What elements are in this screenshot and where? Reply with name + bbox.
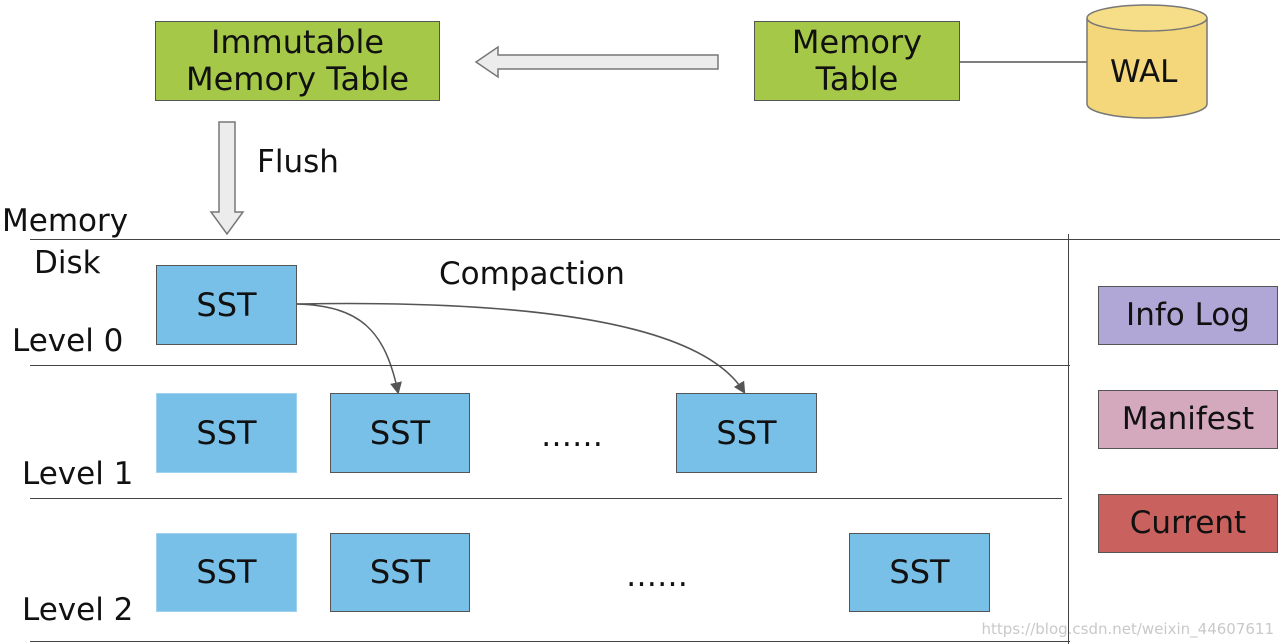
level1-ellipsis: …… (541, 418, 603, 454)
bottom-divider (30, 641, 1070, 642)
level1-label: Level 1 (22, 456, 134, 492)
side-separator (1068, 234, 1069, 644)
level1-sst: SST (330, 393, 470, 473)
wal-label: WAL (1110, 54, 1178, 90)
info-log-box: Info Log (1098, 286, 1278, 345)
memtable-box: Memory Table (754, 21, 960, 101)
level2-label: Level 2 (22, 592, 134, 628)
level0-divider (30, 365, 1070, 366)
level1-divider (30, 498, 1062, 499)
level1-sst: SST (156, 393, 297, 473)
disk-label: Disk (34, 245, 101, 281)
watermark-text: https://blog.csdn.net/weixin_44607611 (981, 620, 1274, 638)
level2-sst: SST (849, 533, 990, 612)
manifest-box: Manifest (1098, 390, 1278, 449)
compaction-arrow-level1-b (296, 302, 746, 395)
compaction-arrow-level1-a (296, 303, 402, 395)
flush-arrow (209, 121, 245, 236)
level2-sst: SST (156, 533, 297, 612)
level0-label: Level 0 (12, 323, 124, 359)
current-box: Current (1098, 494, 1278, 553)
memtable-to-immutable-arrow (474, 45, 719, 79)
wal-cylinder (1086, 4, 1208, 119)
level1-sst: SST (676, 393, 817, 473)
level0-sst: SST (156, 265, 297, 345)
memory-disk-divider (30, 239, 1280, 240)
compaction-label: Compaction (439, 256, 625, 292)
immutable-memtable-box: Immutable Memory Table (155, 21, 440, 101)
flush-label: Flush (257, 144, 339, 180)
memory-label: Memory (2, 203, 129, 239)
level2-sst: SST (330, 533, 470, 612)
level2-ellipsis: …… (626, 558, 688, 594)
